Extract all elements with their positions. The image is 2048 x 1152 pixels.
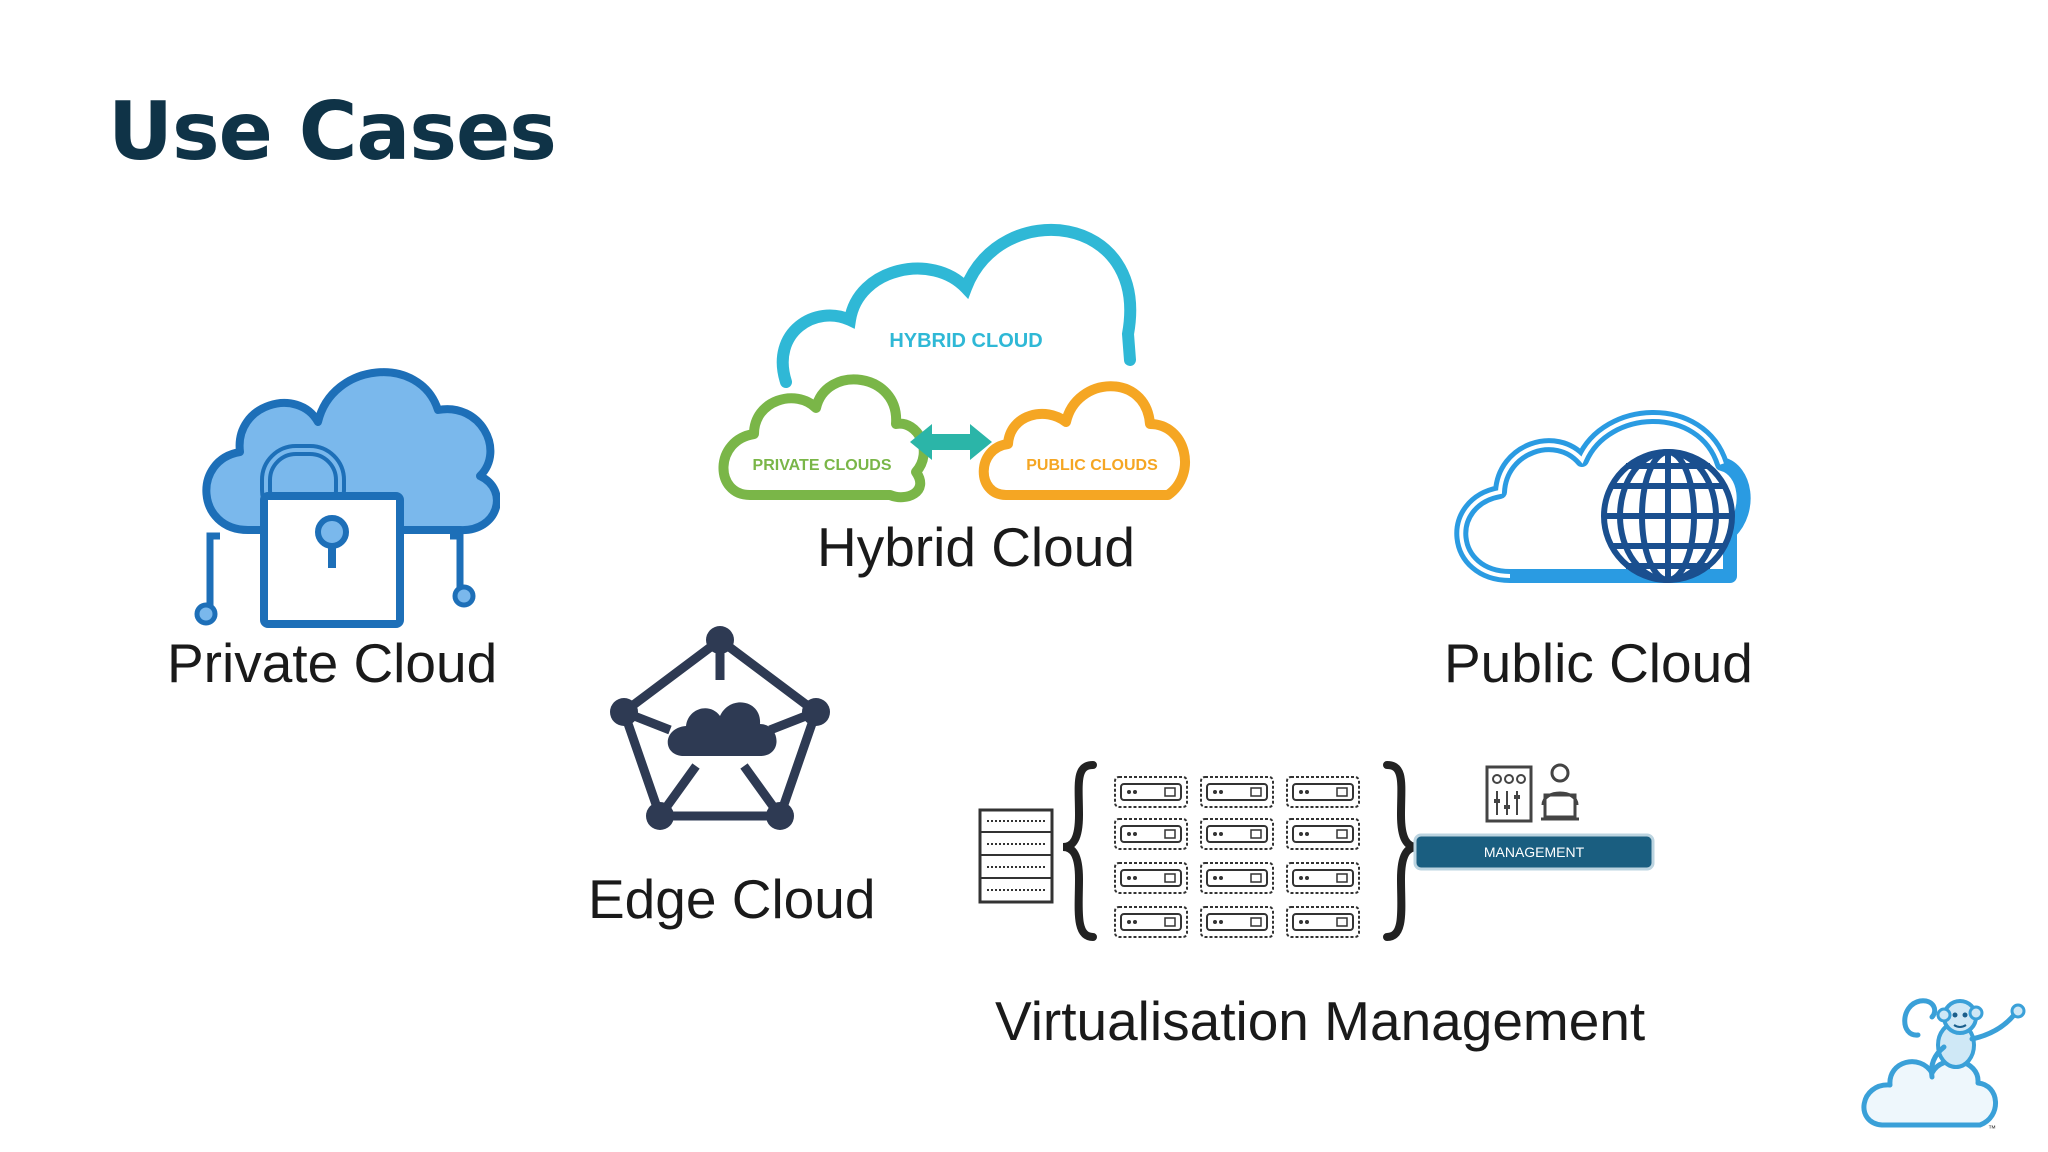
- edge-cloud-item: [600, 620, 840, 840]
- operator-icon: [1541, 763, 1579, 821]
- rack-server-icon: [1200, 906, 1274, 938]
- edge-cloud-label: Edge Cloud: [588, 868, 876, 930]
- rack-server-icon: [1200, 862, 1274, 894]
- public-clouds-label: PUBLIC CLOUDS: [1026, 457, 1158, 474]
- svg-text:™: ™: [1988, 1124, 1996, 1133]
- rack-server-icon: [1286, 818, 1360, 850]
- server-tower-icon: [978, 808, 1054, 904]
- rack-server-icon: [1114, 906, 1188, 938]
- cloud-globe-icon: [1454, 410, 1751, 583]
- rack-server-icon: [1114, 862, 1188, 894]
- control-panel-icon: [1485, 765, 1533, 823]
- hybrid-cloud-label: Hybrid Cloud: [817, 516, 1135, 578]
- rack-server-icon: [1286, 862, 1360, 894]
- management-bar: MANAGEMENT: [1413, 833, 1655, 871]
- rack-server-icon: [1200, 818, 1274, 850]
- cloud-lock-icon: [194, 368, 501, 628]
- brand-logo: ™: [1860, 985, 2040, 1135]
- rack-server-icon: [1286, 776, 1360, 808]
- public-cloud-label: Public Cloud: [1444, 632, 1753, 694]
- virtualisation-management-item: MANAGEMENT: [975, 755, 1655, 955]
- management-label: MANAGEMENT: [1484, 844, 1585, 860]
- bidirectional-arrow-icon: [910, 424, 992, 460]
- rack-server-icon: [1286, 906, 1360, 938]
- server-grid: [1114, 776, 1360, 938]
- hybrid-cloud-inner-label: HYBRID CLOUD: [889, 330, 1042, 352]
- virtualisation-management-label: Virtualisation Management: [995, 990, 1646, 1052]
- monkey-on-cloud-logo: ™: [1861, 998, 2026, 1133]
- slide-title: Use Cases: [108, 85, 557, 178]
- server-rack-icon: MANAGEMENT: [978, 761, 1655, 941]
- rack-server-icon: [1114, 818, 1188, 850]
- private-cloud-item: [180, 340, 501, 640]
- globe-icon: [1601, 449, 1735, 583]
- edge-network-icon: [610, 626, 830, 830]
- private-clouds-label: PRIVATE CLOUDS: [753, 457, 892, 474]
- hybrid-cloud-item: HYBRID CLOUD PRIVATE CLOUDS PUBLIC CLOUD…: [710, 212, 1200, 512]
- rack-server-icon: [1200, 776, 1274, 808]
- public-cloud-item: [1430, 400, 1790, 600]
- private-cloud-label: Private Cloud: [167, 632, 498, 694]
- rack-server-icon: [1114, 776, 1188, 808]
- hybrid-cloud-icon: HYBRID CLOUD PRIVATE CLOUDS PUBLIC CLOUD…: [718, 224, 1190, 503]
